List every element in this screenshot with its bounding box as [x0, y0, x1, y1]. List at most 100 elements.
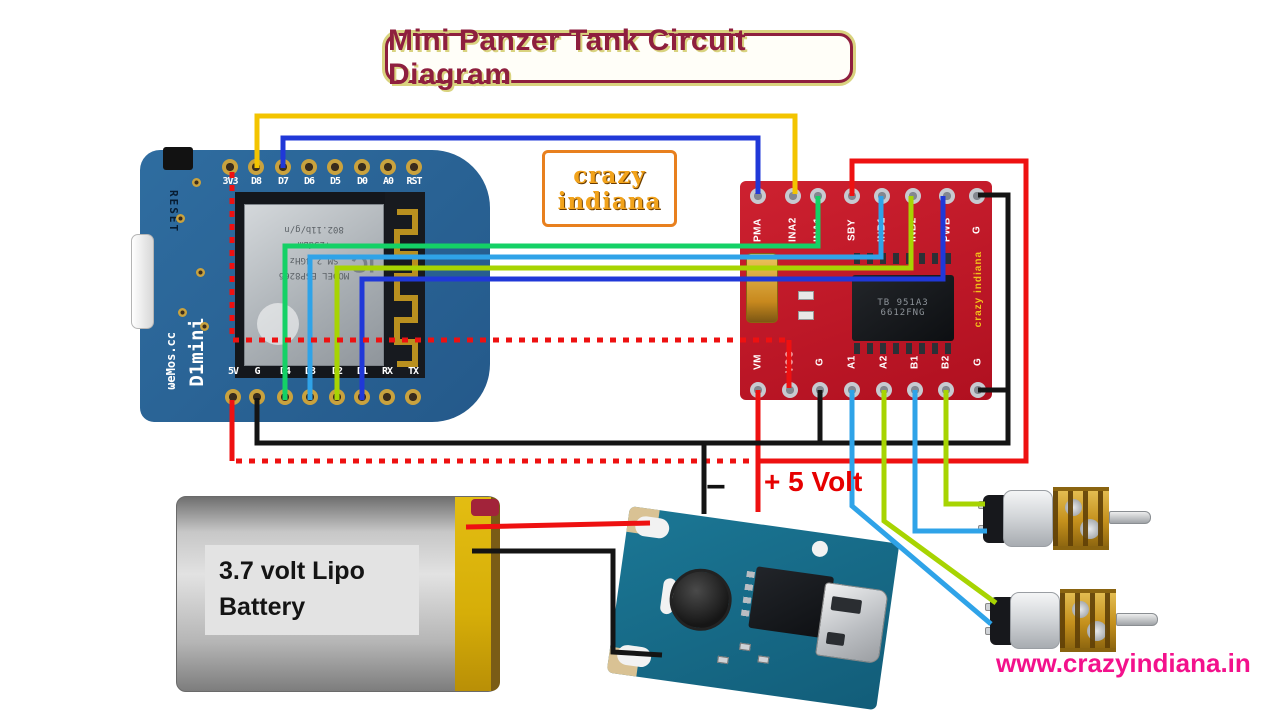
driver-pin-pad-g [969, 188, 985, 204]
chip-legs-top [854, 253, 952, 264]
smd-component [739, 642, 751, 652]
via-hole [192, 178, 201, 187]
driver-pin-label-a1: A1 [846, 355, 858, 369]
wire-b2-to-motor1 [943, 390, 985, 507]
d1-pin-pad-d8 [248, 159, 264, 175]
logo-text-line1: crazy [573, 162, 646, 190]
wire-a2-to-motor2 [881, 390, 998, 606]
driver-pin-label-inb1: INB1 [876, 217, 888, 243]
esp-shield-text-line: MODEL ESP8266 [278, 270, 350, 281]
driver-pin-label-pma: PMA [752, 218, 764, 242]
motor-end-cap [990, 597, 1012, 645]
d1-pin-pad-tx [405, 389, 421, 405]
smd-component [798, 291, 814, 300]
d1-pin-pad-3v3 [222, 159, 238, 175]
inductor [665, 564, 736, 635]
driver-pin-pad-inb1 [874, 188, 890, 204]
reset-button [163, 147, 193, 170]
battery-protection-pcb [471, 499, 499, 516]
usb-connector [131, 234, 154, 329]
d1-pin-label-tx: TX [407, 366, 419, 377]
gear-motor-right [978, 487, 1153, 550]
motor-gearbox [1060, 589, 1116, 652]
d1-pin-pad-d0 [354, 159, 370, 175]
plus-5v-label: + 5 Volt [764, 466, 863, 497]
smd-component [798, 311, 814, 320]
chip-marking-line1: TB 951A3 [877, 298, 929, 308]
tb6612fng-chip: TB 951A3 6612FNG [852, 275, 954, 341]
driver-pin-label-vcc: VCC [784, 350, 796, 374]
d1-pin-pad-d7 [275, 159, 291, 175]
via-hole [196, 268, 205, 277]
gear-motor-left [985, 589, 1160, 652]
d1-pin-pad-d3 [302, 389, 318, 405]
driver-pin-label-sby: SBY [846, 218, 858, 242]
d1-pin-pad-d5 [327, 159, 343, 175]
driver-pin-label-pwb: PWB [941, 217, 953, 243]
driver-pin-label-b1: B1 [909, 355, 921, 369]
d1-pin-pad-rst [406, 159, 422, 175]
driver-pin-label-a2: A2 [878, 355, 890, 369]
driver-pin-label-g: G [814, 357, 826, 367]
d1-pin-pad-d1 [354, 389, 370, 405]
motor-body [1003, 490, 1053, 547]
page-title: Mini Panzer Tank Circuit Diagram [388, 24, 747, 91]
charge-boost-module [606, 506, 900, 711]
via-hole [176, 214, 185, 223]
wemos-logo-mark [257, 303, 299, 345]
d1-pin-pad-5v [225, 389, 241, 405]
driver-pin-label-vm: VM [752, 354, 764, 370]
reset-label: RESET [167, 190, 180, 234]
driver-pin-label-g: G [971, 225, 983, 235]
d1-pin-label-5v: 5V [227, 366, 239, 377]
pcb-antenna [385, 192, 425, 378]
motor-shaft [1109, 511, 1151, 524]
via-hole [200, 322, 209, 331]
battery-label: 3.7 volt Lipo Battery [205, 545, 419, 635]
driver-pin-pad-ina1 [810, 188, 826, 204]
d1-pin-pad-d6 [301, 159, 317, 175]
d1-pin-pad-rx [379, 389, 395, 405]
d1-pin-pad-d4 [277, 389, 293, 405]
esp-shield-text-line: SM 2.4GHz [289, 254, 339, 265]
smd-component [757, 655, 770, 664]
motor-shaft [1116, 613, 1158, 626]
website-url: www.crazyindiana.in [996, 648, 1251, 678]
title-box: Mini Panzer Tank Circuit Diagram [385, 24, 853, 91]
esp-shield-text: MODEL ESP8266 SM 2.4GHz +25dBm 802.11b/g/n [245, 221, 383, 282]
battery-label-line2: Battery [219, 593, 306, 622]
battery-label-line1: 3.7 volt Lipo [219, 557, 365, 585]
minus-label: − [706, 468, 726, 506]
driver-pin-label-ina1: INA1 [812, 217, 824, 243]
battery-tape [455, 497, 491, 691]
d1-pin-pad-d2 [329, 389, 345, 405]
driver-pin-pad-pma [750, 188, 766, 204]
motor-gearbox [1053, 487, 1109, 550]
wire-b1-to-motor1 [912, 390, 987, 534]
via-hole [178, 308, 187, 317]
driver-brand-label: crazy indiana [973, 251, 984, 328]
brand-logo: crazy indiana [542, 150, 677, 227]
driver-pin-pad-ina2 [785, 188, 801, 204]
esp-shield-text-line: +25dBm [297, 239, 331, 250]
gearbox-struts [1053, 491, 1109, 546]
driver-pin-label-inb2: INB2 [907, 217, 919, 243]
gearbox-struts [1060, 593, 1116, 648]
micro-usb-port [815, 581, 889, 665]
driver-pin-label-g: G [972, 357, 984, 367]
board-brand-label: ωeMos.cc [164, 332, 178, 390]
lipo-battery: 3.7 volt Lipo Battery [176, 496, 500, 692]
tantalum-capacitor [746, 253, 778, 323]
smd-component [717, 655, 729, 665]
driver-pin-pad-pwb [939, 188, 955, 204]
mounting-hole [810, 539, 829, 558]
driver-pin-label-ina2: INA2 [787, 217, 799, 243]
esp-shield-text-line: 802.11b/g/n [284, 224, 344, 235]
motor-body [1010, 592, 1060, 649]
logo-text-line2: indiana [557, 187, 662, 215]
d1-pin-pad-g [249, 389, 265, 405]
